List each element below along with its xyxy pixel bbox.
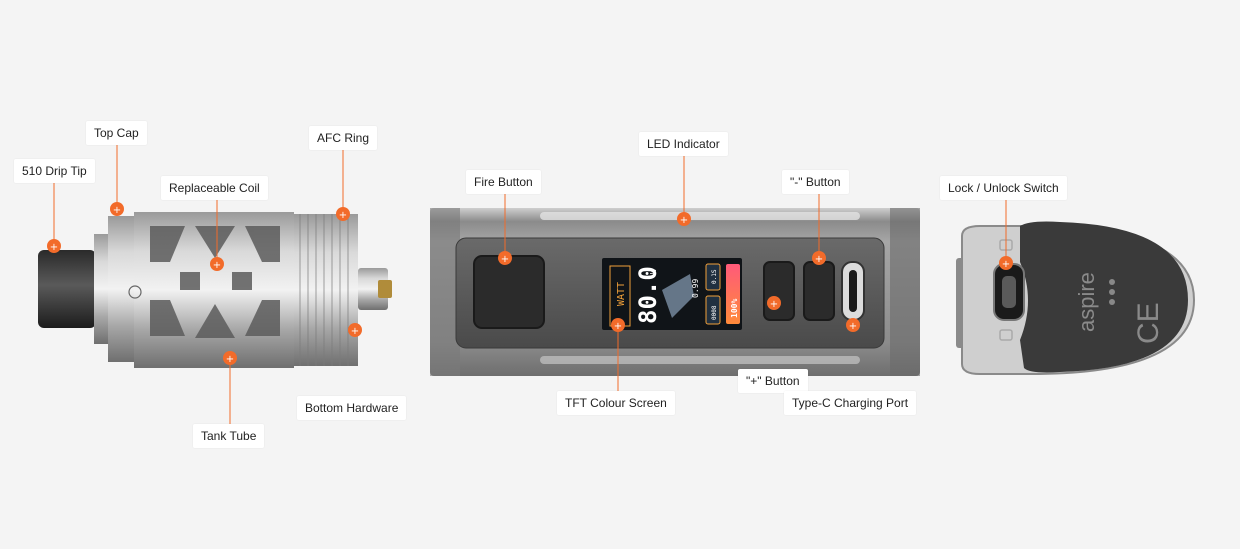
- tank-illustration: [38, 212, 392, 368]
- label-type-c: Type-C Charging Port: [784, 391, 917, 415]
- label-bottom-hardware: Bottom Hardware: [297, 396, 407, 420]
- label-led-indicator: LED Indicator: [639, 132, 728, 156]
- label-tank-tube: Tank Tube: [193, 424, 265, 448]
- screen-resistance: 0.99: [691, 279, 700, 298]
- fire-button[interactable]: [473, 255, 545, 329]
- screen-resistance-top: 0.1S: [711, 269, 718, 284]
- hotspot-lock-switch[interactable]: +: [999, 256, 1013, 270]
- svg-text:+: +: [770, 299, 778, 310]
- label-plus-button: "+" Button: [738, 369, 808, 393]
- label-coil: Replaceable Coil: [161, 176, 268, 200]
- ce-mark: CE: [1132, 302, 1165, 344]
- svg-text:+: +: [501, 254, 509, 265]
- back-cover: [1020, 221, 1188, 373]
- hotspot-tft-screen[interactable]: +: [611, 318, 625, 332]
- mod-bottom-illustration: aspire CE: [956, 221, 1196, 375]
- screen-battery: 100%: [730, 299, 739, 318]
- svg-text:+: +: [351, 326, 359, 337]
- hotspot-top-cap[interactable]: +: [110, 202, 124, 216]
- label-fire-button: Fire Button: [466, 170, 541, 194]
- label-minus-button: "-" Button: [782, 170, 849, 194]
- svg-text:+: +: [1002, 259, 1010, 270]
- leader-lines: [53, 142, 1007, 426]
- hotspot-coil[interactable]: +: [210, 257, 224, 271]
- svg-text:+: +: [815, 254, 823, 265]
- label-drip-tip: 510 Drip Tip: [14, 159, 95, 183]
- screen-wattage: 80.0: [634, 266, 662, 324]
- brand-logo: aspire: [1074, 272, 1099, 332]
- plus-button[interactable]: [763, 261, 795, 321]
- afc-ring: [294, 214, 358, 366]
- hotspots: + + + + + + + + + + + + +: [47, 202, 1013, 365]
- hotspot-drip-tip[interactable]: +: [47, 239, 61, 253]
- svg-text:+: +: [50, 242, 58, 253]
- label-tft-screen: TFT Colour Screen: [557, 391, 675, 415]
- svg-text:+: +: [213, 260, 221, 271]
- screen-content: WATT 80.0 W 0.99 0.1S 0008 100%: [609, 263, 740, 327]
- svg-text:+: +: [113, 205, 121, 216]
- svg-text:+: +: [849, 321, 857, 332]
- svg-text:+: +: [226, 354, 234, 365]
- screen-puffs: 0008: [711, 305, 718, 320]
- hotspot-led[interactable]: +: [677, 212, 691, 226]
- screen-unit: W: [649, 269, 658, 274]
- drip-tip: [38, 250, 96, 328]
- label-afc-ring: AFC Ring: [309, 126, 378, 150]
- label-top-cap: Top Cap: [86, 121, 147, 145]
- hotspot-tank-tube[interactable]: +: [223, 351, 237, 365]
- bottom-hardware: [358, 268, 388, 310]
- svg-text:+: +: [680, 215, 688, 226]
- minus-button[interactable]: [803, 261, 835, 321]
- svg-text:+: +: [614, 321, 622, 332]
- hotspot-type-c[interactable]: +: [846, 318, 860, 332]
- hotspot-plus-button[interactable]: +: [767, 296, 781, 310]
- hotspot-bottom-hardware[interactable]: +: [348, 323, 362, 337]
- label-lock-switch: Lock / Unlock Switch: [940, 176, 1067, 200]
- screen-mode: WATT: [616, 282, 627, 306]
- hotspot-fire-button[interactable]: +: [498, 251, 512, 265]
- svg-text:+: +: [339, 210, 347, 221]
- hotspot-minus-button[interactable]: +: [812, 251, 826, 265]
- hotspot-afc-ring[interactable]: +: [336, 207, 350, 221]
- battery-bar: [726, 264, 740, 324]
